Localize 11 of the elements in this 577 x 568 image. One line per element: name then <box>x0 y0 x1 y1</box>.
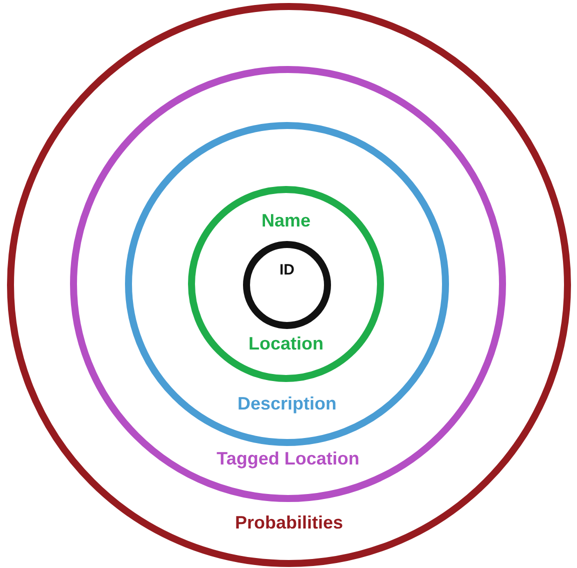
ring-label: Tagged Location <box>216 448 360 470</box>
ring-label: Name <box>261 210 311 232</box>
circle <box>188 186 384 382</box>
circle <box>7 3 571 567</box>
circle <box>70 66 506 502</box>
circle <box>243 241 331 329</box>
circle <box>125 122 449 446</box>
ring-label: Location <box>248 334 324 354</box>
ring-label: Description <box>237 394 337 414</box>
ring-label: ID <box>280 262 294 278</box>
ring-label: Probabilities <box>234 512 344 534</box>
